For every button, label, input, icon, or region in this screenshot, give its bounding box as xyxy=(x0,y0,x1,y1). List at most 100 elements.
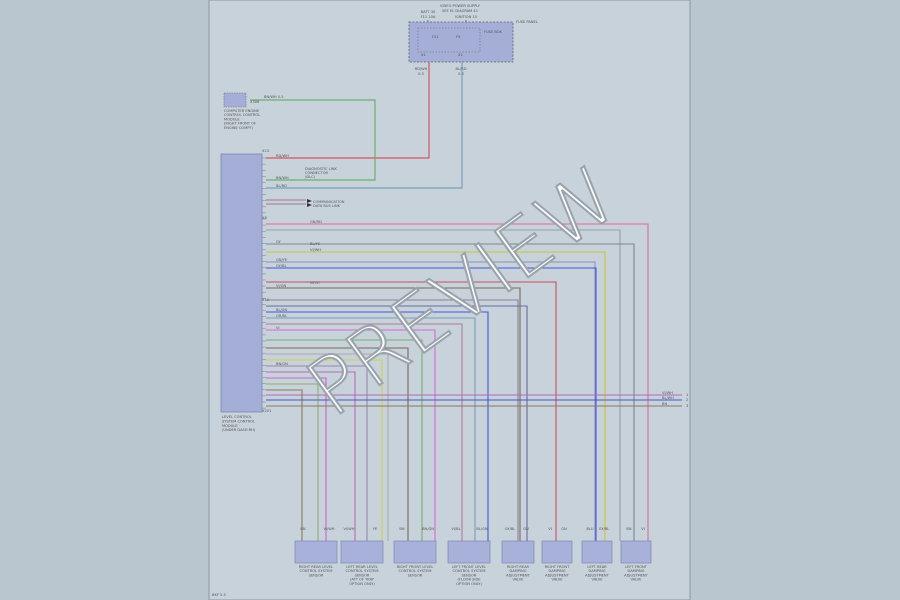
right-exit-label: BN xyxy=(662,402,667,406)
module-output-wire xyxy=(266,229,621,541)
sensor-line: RIGHT FRONT xyxy=(545,565,570,569)
module-output-wire xyxy=(266,317,476,541)
sensor-line: RIGHT REAR LEVEL xyxy=(299,565,333,569)
sensor-box xyxy=(541,540,573,564)
module-output-wire xyxy=(266,281,557,541)
sensor-line: OPTION ONLY) xyxy=(456,582,482,586)
wire-label: BN/GN xyxy=(276,362,288,366)
sensor-line: RIGHT REAR xyxy=(507,565,530,569)
sensor-wire-b: GN xyxy=(523,527,529,531)
sensor-line: SENSOR xyxy=(309,573,324,577)
pin-right: X2 xyxy=(458,53,463,57)
module-line: SYSTEM CONTROL xyxy=(222,419,255,423)
sensor-wire-a: VI/WH xyxy=(344,527,355,531)
dlc-connector-box xyxy=(223,92,247,108)
power-right-label: IGNITION 15 xyxy=(455,15,477,19)
module-line: MODULE xyxy=(222,424,238,428)
module-pin-low: X10 xyxy=(262,298,270,302)
sensor-wire-a: VI xyxy=(548,527,552,531)
module-output-wire xyxy=(266,383,319,541)
sensor-wire-b: BN/GN xyxy=(422,527,434,531)
sensor-line: LEFT REAR xyxy=(587,565,607,569)
fuse-box-label: FUSE BOX xyxy=(484,30,502,34)
module-output-wire xyxy=(266,299,519,541)
dlc-line: (RIGHT FRONT OF xyxy=(224,122,256,126)
sensor-line: ADJUSTMENT xyxy=(585,573,609,577)
sensor-wire-b: VI/WH xyxy=(324,527,335,531)
wire-label: BL/RD xyxy=(276,184,287,188)
wire-label: OR/BL xyxy=(276,314,287,318)
dlc-wire-green xyxy=(250,99,376,181)
wire-label: RD/WH xyxy=(276,154,289,158)
sensor-line: VALVE xyxy=(512,578,524,582)
wire-label: BL/YE xyxy=(310,242,321,246)
wire-label: BN/WH xyxy=(276,176,289,180)
module-output-wire xyxy=(266,305,528,541)
page-code: BKF 5.5 xyxy=(212,593,226,597)
sensor-line: DAMPING xyxy=(549,569,566,573)
sensor-line: LEFT FRONT LEVEL xyxy=(452,565,486,569)
power-left-label: BATT 30 xyxy=(421,10,436,14)
sensor-line: CONTROL SYSTEM xyxy=(345,569,378,573)
module-output-wire xyxy=(266,323,463,541)
module-output-wire xyxy=(266,311,489,541)
sensor-line: CONTROL SYSTEM xyxy=(452,569,485,573)
dlc-annotation: CONNECTOR xyxy=(305,171,329,175)
module-output-wire xyxy=(266,365,368,541)
sensor-line: ADJUSTMENT xyxy=(545,573,569,577)
power-left-sub: F11 10A xyxy=(421,15,436,19)
module-output-wire xyxy=(266,329,436,541)
fuse-box-outline xyxy=(417,27,481,53)
sensor-line: SENSOR xyxy=(355,573,370,577)
sensor-line: OPTION ONLY) xyxy=(349,582,375,586)
sensor-line: SENSOR xyxy=(408,573,423,577)
sensor-wire-a: BN xyxy=(399,527,404,531)
wire-label: GN/RD xyxy=(310,220,322,224)
dlc-annotation: DIAGNOSTIC LINK xyxy=(305,167,337,171)
sensor-line: ADJUSTMENT xyxy=(506,573,530,577)
sensor-line: RIGHT FRONT LEVEL xyxy=(397,565,434,569)
module-output-wire xyxy=(266,347,409,541)
sensor-line: (FLOOR SIDE xyxy=(457,578,481,582)
dlc-line: CONTROL CONTROL xyxy=(224,113,260,117)
right-exit-label: VI/WH xyxy=(662,391,673,395)
sensor-wire-b: BL/GN xyxy=(476,527,487,531)
module-output-wire xyxy=(266,243,635,541)
comm-arrow-2 xyxy=(307,203,312,207)
module-output-wire xyxy=(266,371,356,541)
wires-layer xyxy=(250,20,682,541)
sensor-wire-a: VI/BL xyxy=(451,527,460,531)
fuse-right: F5 xyxy=(456,35,460,39)
sensor-line: DAMPING xyxy=(628,569,645,573)
sensor-line: VALVE xyxy=(630,578,642,582)
sensor-line: CONTROL SYSTEM xyxy=(398,569,431,573)
sensor-wire-a: GY/BL xyxy=(505,527,515,531)
right-exit-code: 2 xyxy=(686,398,688,402)
sensor-line: ADJUSTMENT xyxy=(624,573,648,577)
module-output-wire xyxy=(266,377,327,541)
sensor-line: LEFT REAR LEVEL xyxy=(346,565,377,569)
module-pin-bot: X201 xyxy=(262,409,271,413)
module-output-wire xyxy=(266,223,649,541)
sensor-wire-b: VI xyxy=(641,527,645,531)
wire-label: GY/BL xyxy=(276,264,286,268)
dlc-line: COMPUTER ENGINE xyxy=(224,109,260,113)
sensor-box xyxy=(294,540,338,564)
power-side-label: FUSE PANEL xyxy=(516,20,538,24)
module-output-wire xyxy=(266,251,606,541)
sensor-line: LEFT FRONT xyxy=(625,565,648,569)
sensor-wire-b: GN xyxy=(561,527,567,531)
dlc-wire-label: BN/WH 0.5 xyxy=(264,95,283,99)
wire-label: VI/GN xyxy=(276,284,287,288)
module-output-wire xyxy=(266,359,383,541)
sensor-line: VALVE xyxy=(591,578,603,582)
wire-label: VI xyxy=(276,326,280,330)
module-pin-top: X13 xyxy=(262,149,269,153)
module-line: LEVEL CONTROL xyxy=(222,415,252,419)
sensor-line: CONTROL SYSTEM xyxy=(299,569,332,573)
sensor-box xyxy=(501,540,535,564)
power-wire-right-size: 0.5 xyxy=(458,72,464,76)
wire-label: VI/WH xyxy=(310,248,321,252)
